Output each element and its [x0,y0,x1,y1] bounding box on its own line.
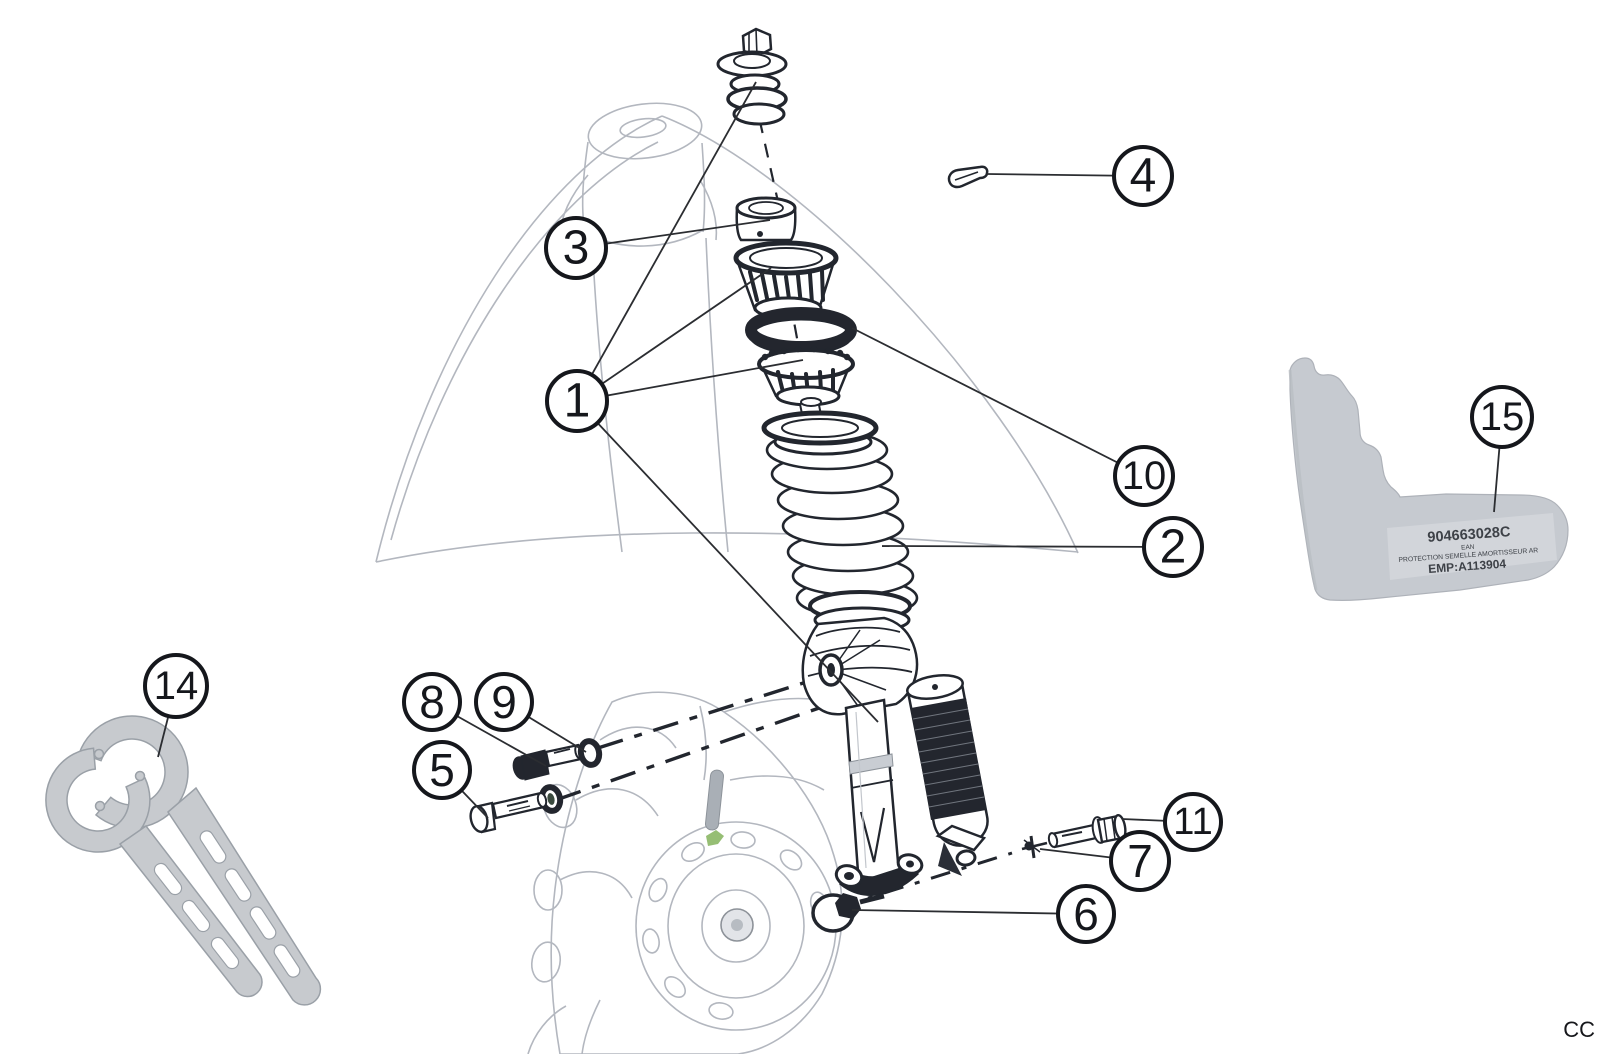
cotter-pin-part4 [947,165,989,189]
bearing-cup-part3 [735,196,797,242]
protection-cover-part15: 904663028C EAN PROTECTION SEMELLE AMORTI… [1288,357,1569,601]
top-mount-nut-stack [716,27,788,126]
green-fitting [706,830,724,846]
svg-text:8: 8 [419,676,445,728]
svg-text:1: 1 [564,375,591,428]
bolt-part8 [512,743,584,781]
upper-spring-seat [761,410,879,456]
callout-15[interactable]: 15 [1470,385,1534,449]
part15-ean: EAN [1461,544,1475,552]
reservoir-cylinder [906,674,989,876]
nut-part6 [811,893,885,933]
callout-3[interactable]: 3 [544,216,608,280]
svg-text:6: 6 [1073,888,1099,940]
leader-line [575,219,771,249]
svg-text:10: 10 [1122,454,1167,498]
callout-10[interactable]: 10 [1113,445,1175,507]
washer-part9 [577,738,603,768]
sensor-pin [704,769,725,831]
callout-14[interactable]: 14 [143,653,209,719]
bolt-part11 [1047,813,1127,849]
wrench-front [45,747,263,998]
upper-bearing-cage [733,240,839,320]
leader-line [576,267,772,402]
leader-line [576,359,804,402]
part15-part-number: 904663028C [1427,524,1511,546]
lower-bearing-cage [757,345,855,407]
lower-fork [834,853,924,896]
callout-4[interactable]: 4 [1112,145,1174,207]
coil-spring-part2 [765,429,919,619]
part15-emp-code: EMP:A113904 [1428,557,1507,576]
top-mount-housing [558,102,718,247]
callout-8[interactable]: 8 [402,672,462,732]
spanner-wrench-tool-part14 [45,715,322,1006]
callout-1[interactable]: 1 [545,369,609,433]
watermark-cc: CC [1563,1017,1595,1042]
callout-2[interactable]: 2 [1142,516,1204,578]
wheel-hub [635,821,837,1031]
shock-absorber-drawing [716,27,989,896]
svg-text:7: 7 [1127,835,1153,887]
svg-text:3: 3 [563,222,590,275]
callout-6[interactable]: 6 [1056,884,1116,944]
leader-line [576,400,879,723]
fender-outline [375,115,1079,563]
leader-line [576,81,757,402]
svg-text:15: 15 [1480,395,1525,439]
leader-line [881,545,1174,548]
callouts: 1 3 4 10 2 15 14 8 [143,145,1534,944]
leader-line [851,327,1145,477]
clip-part7 [1021,835,1048,859]
svg-text:9: 9 [491,676,517,728]
svg-text:5: 5 [429,744,455,796]
svg-text:4: 4 [1130,150,1157,203]
bolt-part5 [469,791,548,834]
seal-ring-part10 [745,307,857,355]
wrench-rear [78,715,322,1006]
callout-5[interactable]: 5 [412,740,472,800]
svg-text:2: 2 [1160,521,1187,574]
svg-text:14: 14 [154,664,199,708]
damper-tube [844,698,906,882]
callout-9[interactable]: 9 [474,672,534,732]
svg-text:11: 11 [1173,801,1212,843]
callout-11[interactable]: 11 [1163,792,1223,852]
callout-7[interactable]: 7 [1109,830,1171,892]
leader-line [851,909,1087,915]
